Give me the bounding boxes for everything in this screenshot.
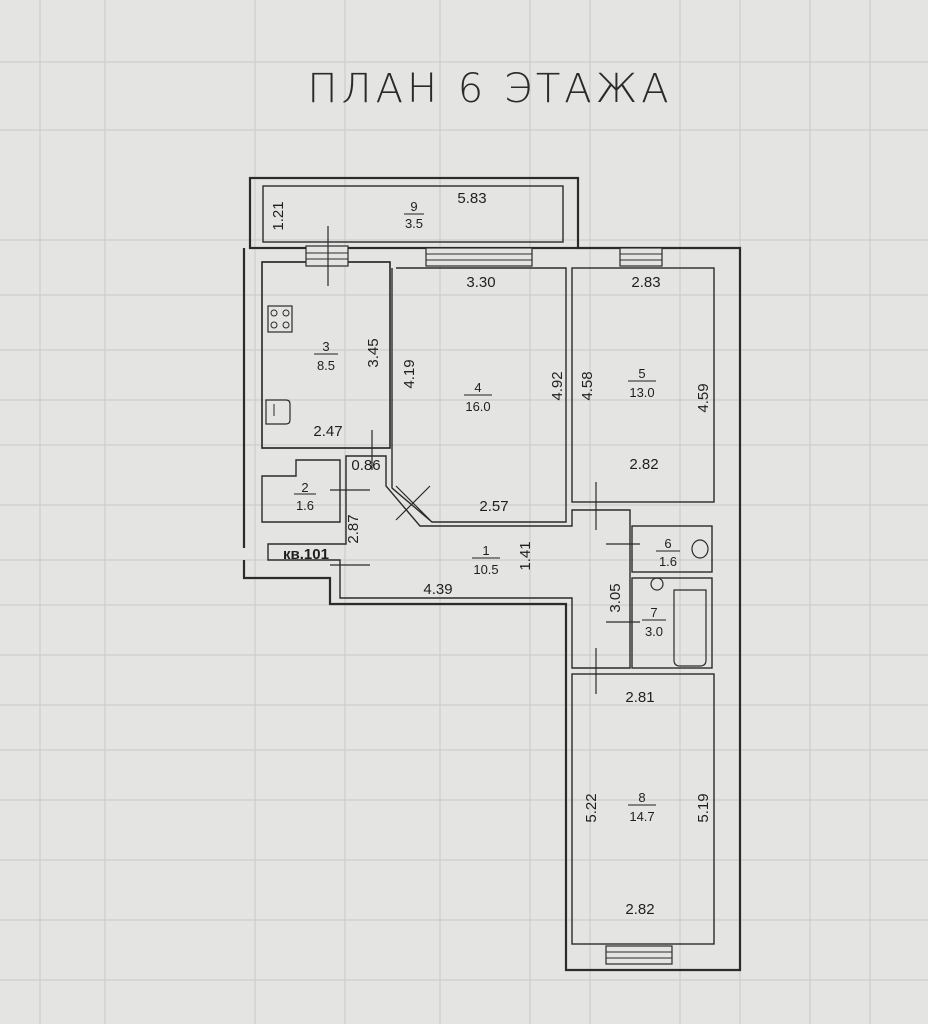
window-kitchen [305, 245, 349, 267]
room-area: 14.7 [629, 809, 654, 824]
room-9-label: 9 3.5 [404, 199, 424, 231]
sink-icon [265, 399, 291, 425]
dim-corridor-1-41: 1.41 [517, 541, 534, 570]
room-number: 7 [650, 605, 657, 620]
room-number: 1 [482, 543, 489, 558]
room-number: 2 [301, 480, 308, 495]
room-area: 3.5 [405, 216, 423, 231]
room-5-walls [571, 267, 715, 503]
dim-room5-left: 4.58 [579, 371, 596, 400]
dim-room4-right: 4.92 [549, 371, 566, 400]
dim-corridor-4-39: 4.39 [423, 581, 452, 598]
dim-hall-0-86: 0.86 [351, 457, 380, 474]
room-2-walls [261, 459, 341, 523]
dim-room5-top: 2.83 [631, 274, 660, 291]
dim-corridor-3-05: 3.05 [607, 583, 624, 612]
door-room-4-b [395, 485, 431, 521]
dim-balcony-depth: 1.21 [270, 201, 287, 230]
dim-corridor-2-87: 2.87 [345, 514, 362, 543]
room-number: 3 [322, 339, 329, 354]
stove-icon [267, 305, 293, 333]
bath-sink-icon [650, 577, 664, 591]
fixtures [265, 305, 709, 667]
dimension-labels: 5.83 1.21 3.45 2.47 0.86 3.30 4.19 4.92 … [270, 190, 712, 918]
dim-room8-left: 5.22 [583, 793, 600, 822]
toilet-icon [691, 539, 709, 559]
room-area: 1.6 [659, 554, 677, 569]
room-4-label: 4 16.0 [464, 380, 492, 414]
room-number: 9 [410, 199, 417, 214]
room-area: 1.6 [296, 498, 314, 513]
room-2-label: 2 1.6 [294, 480, 316, 513]
dim-room5-bottom: 2.82 [629, 456, 658, 473]
room-labels: 9 3.5 3 8.5 4 16.0 5 13.0 2 1.6 1 10.5 [294, 199, 680, 824]
dim-room5-right: 4.59 [695, 383, 712, 412]
room-number: 6 [664, 536, 671, 551]
door-marks [327, 226, 640, 694]
page-title: ПЛАН 6 ЭТАЖА [307, 66, 672, 112]
room-area: 10.5 [473, 562, 498, 577]
apartment-label: кв.101 [283, 546, 329, 563]
room-number: 4 [474, 380, 481, 395]
dim-room4-left: 4.19 [401, 359, 418, 388]
room-8-label: 8 14.7 [628, 790, 656, 824]
dim-room8-right: 5.19 [695, 793, 712, 822]
exterior-wall [242, 246, 742, 972]
room-7-label: 7 3.0 [642, 605, 666, 639]
room-3-label: 3 8.5 [314, 339, 338, 373]
window-room-5 [619, 247, 663, 267]
dim-room4-bottom: 2.57 [479, 498, 508, 515]
dim-balcony-length: 5.83 [457, 190, 486, 207]
room-area: 3.0 [645, 624, 663, 639]
room-6-walls [631, 525, 713, 573]
dim-kitchen-width: 2.47 [313, 423, 342, 440]
balcony-inner-wall [262, 185, 564, 243]
room-4-walls [391, 267, 567, 523]
room-8-walls [571, 673, 715, 945]
bathtub-icon [673, 589, 707, 667]
dim-room8-bottom: 2.82 [625, 901, 654, 918]
window-room-8 [605, 945, 673, 965]
room-5-label: 5 13.0 [628, 366, 656, 400]
dim-kitchen-depth: 3.45 [365, 338, 382, 367]
room-area: 13.0 [629, 385, 654, 400]
windows [305, 245, 673, 965]
room-6-label: 6 1.6 [656, 536, 680, 569]
room-1-walls [267, 455, 631, 669]
room-number: 5 [638, 366, 645, 381]
dim-room8-top: 2.81 [625, 689, 654, 706]
room-1-label: 1 10.5 [472, 543, 500, 577]
room-area: 16.0 [465, 399, 490, 414]
balcony-outer-wall [248, 176, 580, 250]
room-area: 8.5 [317, 358, 335, 373]
room-7-walls [631, 577, 713, 669]
dim-room4-top: 3.30 [466, 274, 495, 291]
room-number: 8 [638, 790, 645, 805]
window-room-4 [425, 247, 533, 267]
